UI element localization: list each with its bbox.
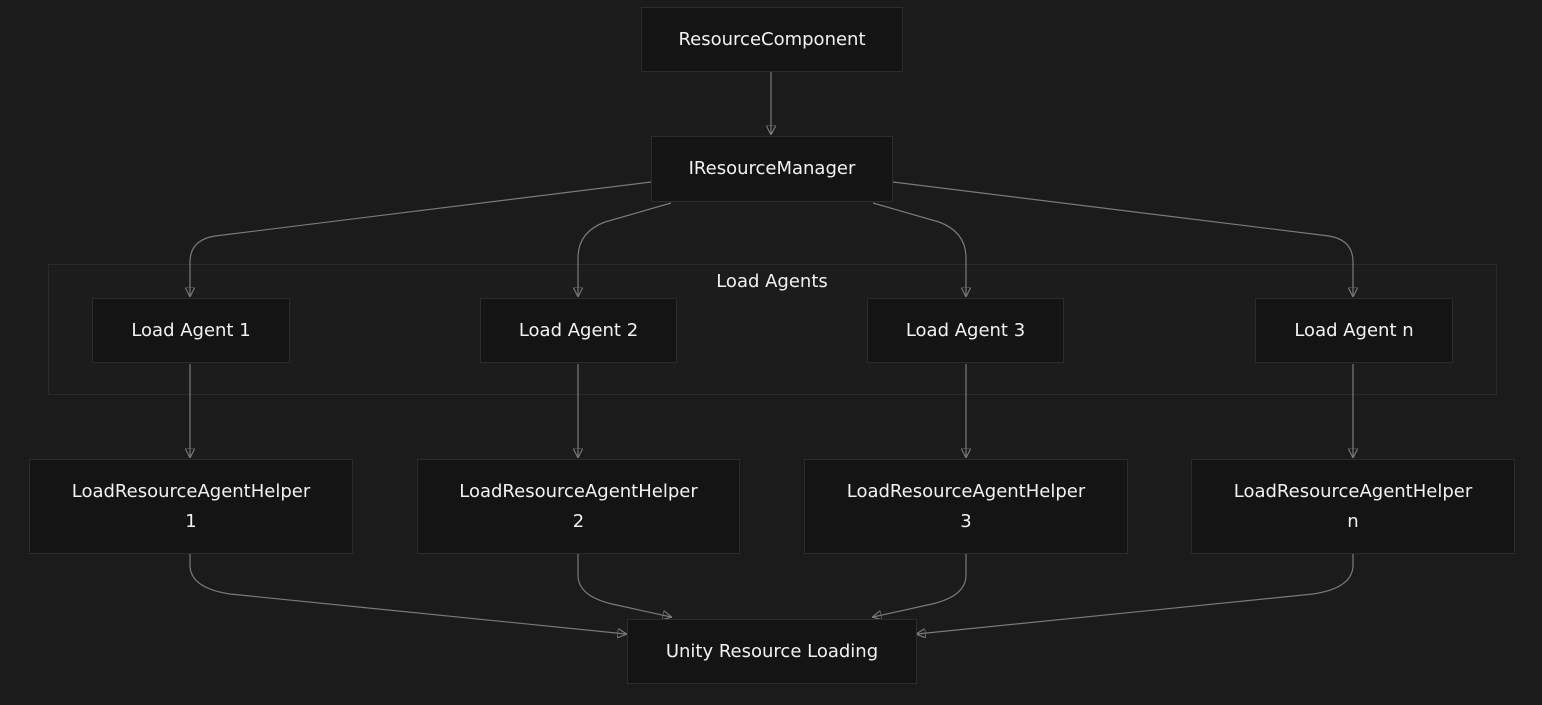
node-label-line1: LoadResourceAgentHelper bbox=[459, 480, 698, 502]
node-label: Unity Resource Loading bbox=[665, 640, 879, 662]
helper-1-node: LoadResourceAgentHelper 1 bbox=[29, 459, 353, 554]
edge-manager-to-agent-2 bbox=[578, 202, 672, 296]
edge-manager-to-agent-3 bbox=[872, 202, 966, 296]
node-label: Load Agent 1 bbox=[131, 319, 251, 341]
load-agent-2-node: Load Agent 2 bbox=[480, 298, 677, 363]
cluster-label: Load Agents bbox=[716, 271, 828, 292]
edge-helper-3-to-unity bbox=[873, 554, 967, 617]
resource-component-node: ResourceComponent bbox=[641, 7, 903, 72]
unity-resource-loading-node: Unity Resource Loading bbox=[627, 619, 917, 684]
edge-helper-1-to-unity bbox=[189, 554, 626, 634]
node-label-line1: LoadResourceAgentHelper bbox=[71, 480, 311, 502]
helper-n-node: LoadResourceAgentHelper n bbox=[1191, 459, 1515, 554]
node-label-line2: n bbox=[1347, 510, 1359, 532]
load-agent-3-node: Load Agent 3 bbox=[867, 298, 1064, 363]
node-label: Load Agent 3 bbox=[905, 319, 1026, 341]
helper-2-node: LoadResourceAgentHelper 2 bbox=[417, 459, 740, 554]
edge-manager-to-agent-1 bbox=[190, 181, 652, 296]
resource-manager-node: IResourceManager bbox=[651, 136, 893, 202]
load-agent-n-node: Load Agent n bbox=[1255, 298, 1453, 363]
edge-helper-2-to-unity bbox=[577, 554, 671, 617]
edge-manager-to-agent-n bbox=[892, 181, 1353, 296]
helper-3-node: LoadResourceAgentHelper 3 bbox=[804, 459, 1128, 554]
edge-helper-n-to-unity bbox=[917, 554, 1354, 634]
node-label-line2: 2 bbox=[572, 510, 585, 532]
node-label-line1: LoadResourceAgentHelper bbox=[846, 480, 1086, 502]
node-label-line1: LoadResourceAgentHelper bbox=[1233, 480, 1473, 502]
node-label: ResourceComponent bbox=[678, 28, 866, 50]
node-label: IResourceManager bbox=[688, 158, 856, 179]
node-label: Load Agent 2 bbox=[518, 319, 639, 341]
load-agent-1-node: Load Agent 1 bbox=[92, 298, 290, 363]
node-label-line2: 1 bbox=[185, 510, 197, 532]
node-label-line2: 3 bbox=[960, 510, 972, 532]
node-label: Load Agent n bbox=[1294, 319, 1414, 341]
